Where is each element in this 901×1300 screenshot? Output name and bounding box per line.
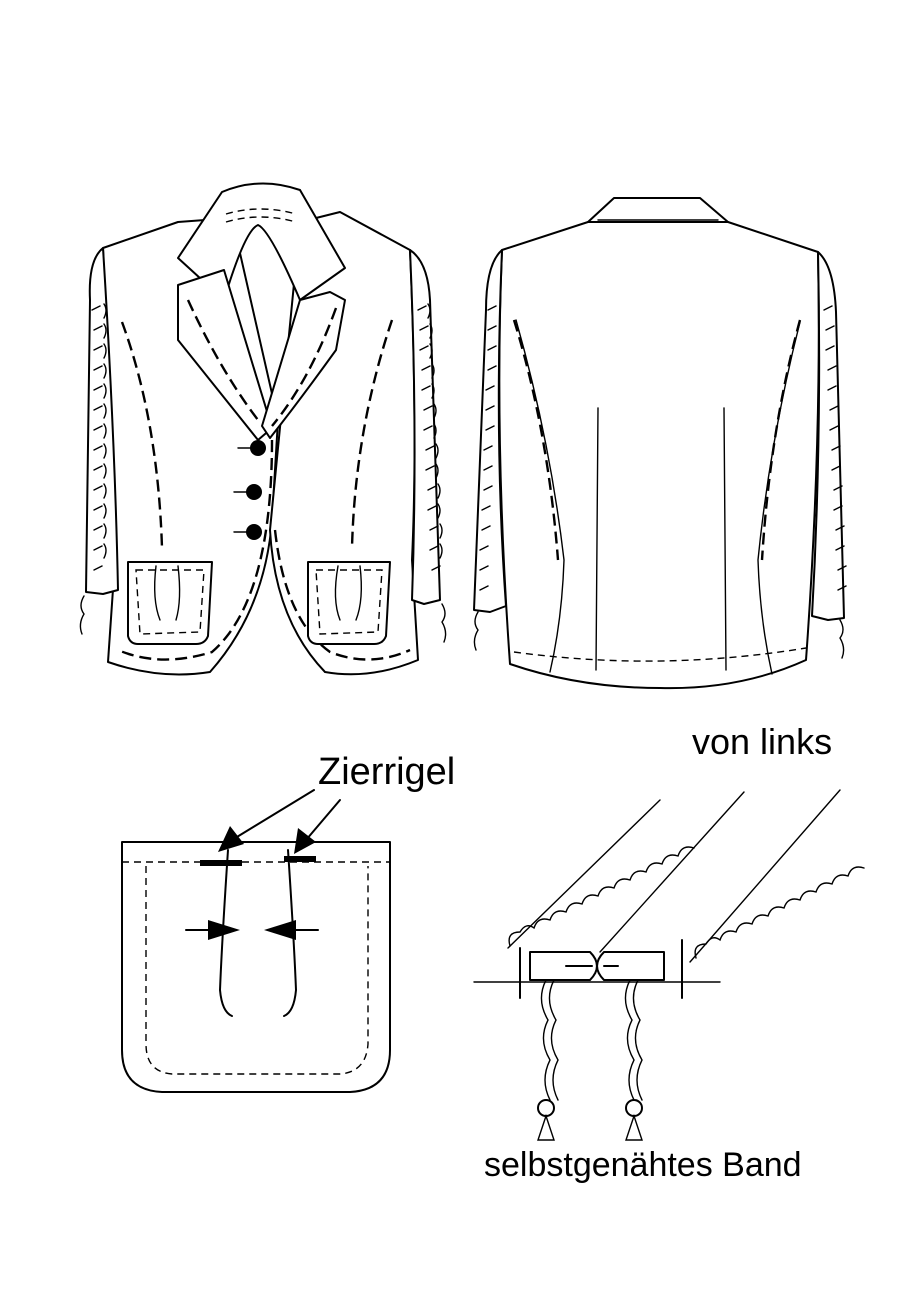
back-left-sleeve: [473, 249, 507, 613]
pocket-pleat-right: [283, 849, 297, 1017]
band-detail: von links selbstgenähtes Band: [473, 721, 865, 1184]
collar-topstitch: [225, 208, 297, 215]
arrow-left-head: [264, 920, 296, 940]
sleeve-gathering-left: [91, 303, 107, 571]
front-right-sleeve: [409, 249, 441, 605]
front-left-sleeve: [85, 247, 119, 595]
back-right-sleeve: [811, 251, 845, 621]
front-right-lapel: [261, 291, 346, 439]
back-sleeve-gathering-left: [479, 305, 497, 591]
label-von-links: von links: [692, 721, 832, 762]
front-seam-right: [350, 319, 394, 549]
jacket-front-view: [79, 182, 447, 676]
label-selbstgenaehtes-band: selbstgenähtes Band: [484, 1146, 802, 1184]
tie-band-left: [540, 979, 559, 1101]
front-seam-left: [120, 321, 164, 549]
sleeve-tie-left: [79, 595, 85, 635]
ruffle-edge-left: [508, 846, 695, 947]
sleeve-tie-right: [441, 603, 447, 643]
tie-band-right: [624, 979, 643, 1101]
ruffle-edge-right: [694, 866, 865, 959]
leader-zierrigel-right: [305, 799, 341, 841]
jacket-back-view: [473, 197, 847, 690]
arrow-right-head: [208, 920, 240, 940]
bar-tack-right: [284, 856, 316, 862]
front-pocket-right: [307, 561, 391, 645]
button-1: [250, 440, 266, 456]
leader-zierrigel-left: [231, 789, 315, 841]
bar-tack-left: [200, 860, 242, 866]
front-pocket-left: [127, 561, 213, 645]
back-sleeve-gathering-right: [823, 305, 847, 591]
pocket-detail-outline: [121, 841, 391, 1093]
sleeve-gathering-right: [417, 303, 443, 571]
pocket-pleat-left: [219, 849, 233, 1017]
back-collar: [587, 197, 729, 223]
button-2: [246, 484, 262, 500]
pocket-detail: Zierrigel: [121, 751, 455, 1093]
label-zierrigel: Zierrigel: [318, 751, 455, 793]
button-3: [246, 524, 262, 540]
